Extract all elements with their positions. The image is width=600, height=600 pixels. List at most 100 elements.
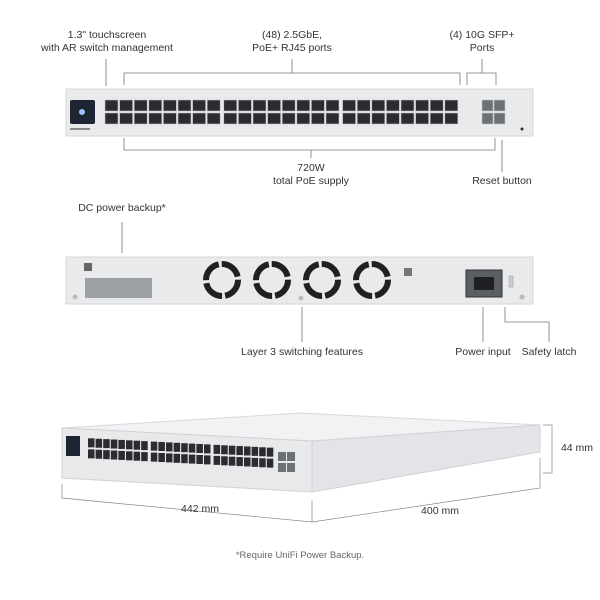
rj45-port-3d (266, 447, 274, 457)
rj45-port-3d (150, 452, 158, 462)
rj45-port (133, 99, 148, 112)
rj45-port (119, 112, 133, 125)
rj45-port-3d (244, 457, 251, 467)
perspective-view (61, 412, 541, 493)
rear-panel (65, 256, 534, 305)
rj45-port (415, 99, 429, 112)
rj45-port-3d (236, 457, 243, 467)
rj45-port (296, 112, 311, 125)
rj45-port-3d (259, 447, 266, 457)
rj45-port-3d (266, 458, 274, 468)
rj45-port-3d (228, 445, 236, 455)
rj45-port (133, 112, 148, 125)
rj45-port-3d (221, 456, 228, 466)
rj45-port-3d (118, 450, 125, 460)
fan-group (203, 261, 391, 299)
rj45-port (267, 99, 281, 112)
rj45-port (386, 99, 400, 112)
rj45-port-3d (173, 442, 181, 452)
rj45-port-3d (118, 439, 125, 449)
footnote: *Require UniFi Power Backup. (235, 550, 365, 561)
rj45-port (311, 112, 325, 125)
power-input-label: Power input (455, 346, 511, 358)
rj45-port (163, 99, 177, 112)
perspective-port-group (88, 438, 295, 472)
fan-vent (353, 261, 391, 299)
rj45-port (296, 99, 311, 112)
rj45-port (206, 112, 221, 125)
rj45-port-3d (181, 443, 188, 453)
sfp-label-line1: (4) 10G SFP+ (449, 29, 515, 41)
rj45-port (400, 112, 415, 125)
rj45-port-3d (221, 445, 228, 455)
depth-dimension: 400 mm (421, 505, 459, 517)
rj45-label-line1: (48) 2.5GbE, (261, 29, 323, 41)
reset-label: Reset button (472, 175, 532, 187)
rj45-port-3d (110, 439, 118, 449)
sfp-label: (4) 10G SFP+ Ports (442, 29, 522, 55)
rj45-port-3d (95, 438, 103, 448)
rj45-port-3d (141, 452, 148, 462)
front-chassis (65, 88, 534, 137)
rj45-port-3d (158, 453, 165, 463)
dimension-lines (61, 424, 553, 523)
rj45-port (325, 99, 340, 112)
poe-label-line2: total PoE supply (273, 175, 349, 187)
fan-vent (303, 261, 341, 299)
rj45-port-3d (204, 455, 211, 465)
rj45-port-3d (88, 449, 95, 459)
rj45-port (371, 112, 386, 125)
rj45-port (206, 99, 221, 112)
rj45-port-group (104, 99, 459, 125)
rj45-port-3d (213, 444, 221, 454)
rj45-port-3d (196, 454, 203, 464)
fan-vent (253, 261, 291, 299)
rj45-port-3d (188, 443, 196, 453)
rj45-port (444, 99, 459, 112)
fan-vent (203, 261, 241, 299)
ubiquiti-logo (404, 268, 412, 276)
rj45-port (429, 99, 444, 112)
rj45-port (192, 99, 206, 112)
rj45-port (192, 112, 206, 125)
sfp-port-3d (278, 463, 286, 472)
rear-callout-lines (121, 222, 550, 342)
front-panel (65, 88, 534, 137)
rj45-port-3d (88, 438, 95, 448)
rj45-port (223, 99, 238, 112)
rj45-port-3d (95, 449, 103, 459)
rj45-port-3d (251, 457, 259, 467)
brand-logo (70, 128, 90, 130)
rj45-port (400, 99, 415, 112)
sfp-port-3d (287, 452, 295, 461)
safety-latch-label: Safety latch (521, 346, 577, 358)
rj45-port-3d (126, 451, 133, 461)
rj45-port (252, 99, 267, 112)
rj45-port-3d (133, 440, 141, 450)
rj45-port-3d (110, 450, 118, 460)
front-callout-lines (105, 59, 503, 172)
rj45-port (371, 99, 386, 112)
rj45-port (238, 99, 252, 112)
dc-power-backup-port (85, 278, 152, 298)
rj45-port (223, 112, 238, 125)
rj45-port-3d (103, 450, 110, 460)
sfp-port-3d (278, 452, 286, 461)
rj45-port (177, 99, 192, 112)
sfp-label-line2: Ports (469, 42, 495, 54)
poe-label: 720W total PoE supply (251, 162, 371, 188)
rj45-port (342, 112, 356, 125)
rj45-port (281, 112, 296, 125)
rj45-port-3d (196, 443, 203, 453)
layer3-label: Layer 3 switching features (241, 346, 363, 358)
rj45-port (148, 112, 163, 125)
rj45-port (444, 112, 459, 125)
safety-latch (508, 275, 514, 288)
rj45-label-line2: PoE+ RJ45 ports (252, 42, 332, 54)
rj45-port (429, 112, 444, 125)
rj45-port-3d (166, 442, 173, 452)
dc-backup-label: DC power backup* (78, 202, 166, 214)
rj45-port (342, 99, 356, 112)
rj45-port-3d (141, 441, 148, 451)
